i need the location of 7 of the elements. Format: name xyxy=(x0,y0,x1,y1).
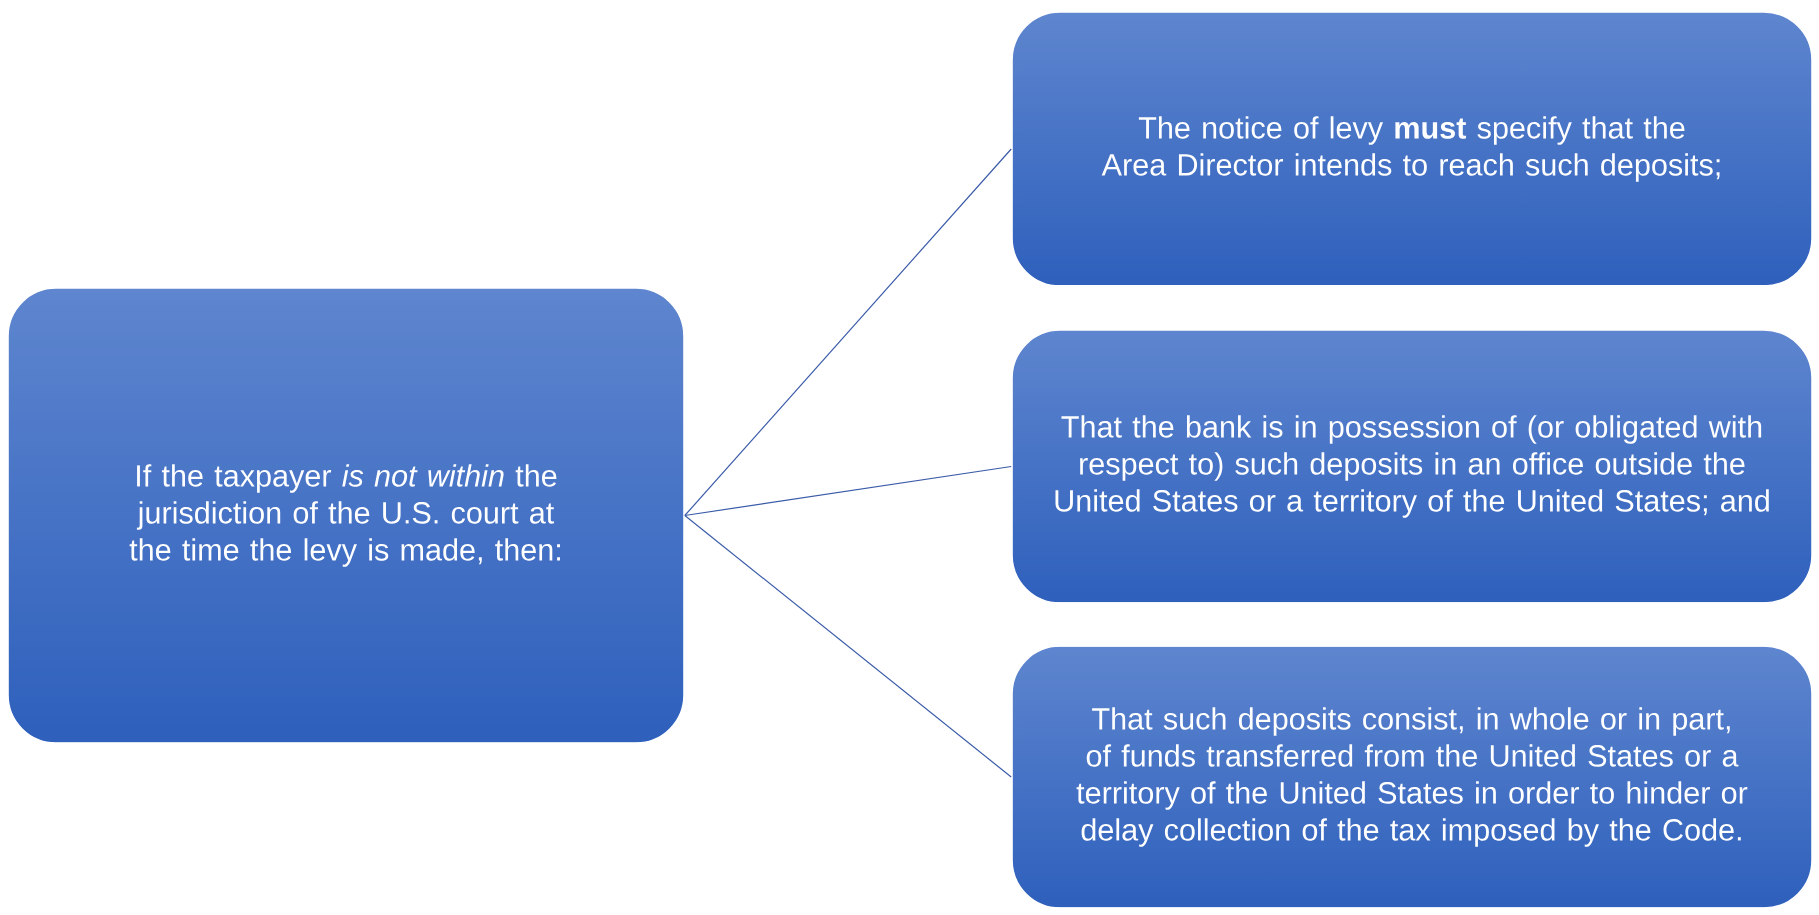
connector-line xyxy=(684,148,1012,517)
connector-line xyxy=(684,514,1012,778)
process-box: The notice of levy must specify that the Area Director intends to reach such deposits; xyxy=(1011,11,1813,287)
process-box: That the bank is in possession of (or obligated with respect to) such deposits in an office outside the United States or a territory of the United States; and xyxy=(1011,329,1813,604)
connector-line xyxy=(684,465,1012,517)
process-box: That such deposits consist, in whole or in part, of funds transferred from the United States or a territory of the United States in order to hinder or delay collection of the tax imposed by the Code. xyxy=(1011,645,1813,909)
process-box: If the taxpayer is not within the jurisdiction of the U.S. court at the time the levy is made, then: xyxy=(7,287,685,744)
